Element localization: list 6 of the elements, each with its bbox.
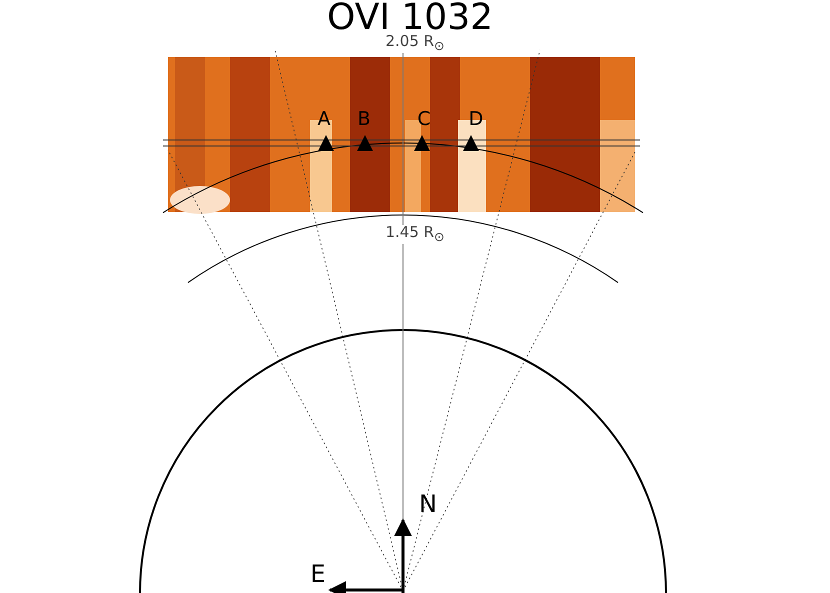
point-label: A	[318, 110, 330, 129]
direction-label: N	[419, 492, 437, 516]
point-label: C	[417, 110, 431, 129]
title: OVI 1032	[327, 0, 493, 36]
point-label: B	[357, 110, 371, 129]
direction-label: E	[310, 562, 326, 586]
